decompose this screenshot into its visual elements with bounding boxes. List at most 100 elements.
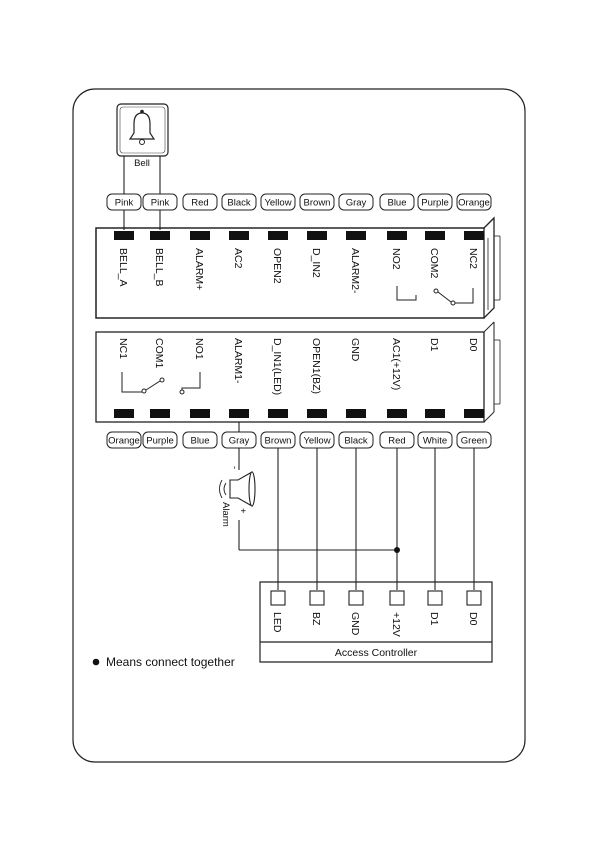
bottom-terminal-label: GND [349,338,361,362]
alarm-siren-icon [219,471,256,507]
terminal-screw [268,231,288,240]
bottom-terminal-label: AC1(+12V) [390,338,402,390]
top-wire-color-pill-label: Pink [115,198,134,209]
top-terminal-screws [114,231,484,240]
alarm-plus-label: + [237,508,248,514]
controller-pin-box [348,590,364,606]
bottom-wire-color-pill: Red [379,431,415,449]
relay-1-symbol [121,372,201,395]
bottom-terminal-label: D0 [467,338,479,352]
terminal-screw [307,409,327,418]
bell-wires [123,156,161,230]
controller-title: Access Controller [335,647,418,659]
top-terminal-label: NO2 [390,248,402,270]
top-wire-color-pill: Gray [338,193,374,211]
controller-wires [238,422,475,590]
top-wire-color-pill: Brown [299,193,335,211]
controller-pin-label: GND [349,612,361,636]
top-terminal-label: OPEN2 [271,248,283,284]
controller-pin-label: BZ [310,612,322,626]
top-wire-color-pill-label: Gray [346,198,367,209]
terminal-screw [464,231,484,240]
terminal-screw [307,231,327,240]
top-wire-color-pill: Black [221,193,257,211]
terminal-screw [114,231,134,240]
terminal-screw [190,409,210,418]
bottom-wire-color-pill: Gray [221,431,257,449]
bottom-wire-color-pill-label: Orange [108,436,140,447]
terminal-screw [387,409,407,418]
bottom-wire-color-pill-label: White [423,436,447,447]
terminal-screw [268,409,288,418]
bottom-terminal-label: OPEN1(BZ) [310,338,322,394]
terminal-screw [346,231,366,240]
bottom-wire-color-pill: Brown [260,431,296,449]
terminal-screw [425,409,445,418]
bottom-wire-color-pill-label: Brown [265,436,292,447]
controller-pins: LED BZ GND +12V D1 D0 [270,590,482,637]
top-terminal-label: AC2 [232,248,244,269]
terminal-screw [464,409,484,418]
top-terminal-label: COM2 [428,248,440,278]
bell-label: Bell [134,158,150,169]
junction-dot [394,547,400,553]
bell-icon [116,103,169,157]
controller-pin-label: +12V [390,612,402,637]
bottom-wire-color-pill-label: Black [344,436,367,447]
bottom-wire-color-row: Orange Purple Blue Gray Brown Yellow Black Red W… [106,431,492,449]
access-controller-box [259,581,493,663]
top-wire-color-pill: Red [182,193,218,211]
bottom-terminal-label: D_IN1(LED) [271,338,283,395]
bottom-wire-color-pill-label: Yellow [303,436,330,447]
terminal-screw [114,409,134,418]
bottom-terminal-label: ALARM1- [232,338,244,384]
controller-pin-box [309,590,325,606]
bottom-terminal-label: D1 [428,338,440,352]
terminal-screw [425,231,445,240]
controller-pin-label: D0 [467,612,479,626]
bottom-wire-color-pill: Purple [142,431,178,449]
top-wire-color-pill: Yellow [260,193,296,211]
bottom-wire-color-pill-label: Purple [146,436,173,447]
terminal-screw [150,231,170,240]
top-terminal-label: ALARM+ [193,248,205,290]
alarm-label: Alarm [220,502,231,527]
bottom-wire-color-pill-label: Blue [190,436,209,447]
terminal-screw [346,409,366,418]
top-wire-color-pill: Pink [142,193,178,211]
top-terminal-label: ALARM2- [349,248,361,294]
top-wire-color-pill: Pink [106,193,142,211]
bottom-wire-color-pill: Black [338,431,374,449]
top-wire-color-pill-label: Orange [458,198,490,209]
top-wire-color-pill: Purple [417,193,453,211]
top-wire-color-pill-label: Blue [387,198,406,209]
terminal-screw [229,231,249,240]
bottom-terminal-label: NO1 [193,338,205,360]
top-terminal-label: BELL_B [153,248,165,287]
bottom-wire-color-pill: Blue [182,431,218,449]
top-wire-color-pill-label: Red [191,198,208,209]
top-wire-color-pill-label: Yellow [264,198,291,209]
terminal-screw [190,231,210,240]
bottom-wire-color-pill: Green [456,431,492,449]
alarm-minus-label: - [229,466,240,469]
controller-pin-label: LED [271,612,283,633]
top-terminal-label: NC2 [467,248,479,269]
bottom-terminal-block [95,321,501,423]
bottom-wire-color-pill-label: Gray [229,436,250,447]
top-terminal-block [95,216,501,319]
terminal-screw [387,231,407,240]
top-wire-color-pill: Blue [379,193,415,211]
legend-dot-icon [92,658,100,666]
bottom-wire-color-pill: Yellow [299,431,335,449]
controller-pin-label: D1 [428,612,440,626]
legend-text: Means connect together [106,655,235,669]
bottom-wire-color-pill: White [417,431,453,449]
terminal-screw [150,409,170,418]
top-wire-color-pill-label: Black [227,198,250,209]
relay-2-symbol [396,286,474,306]
top-wire-color-pill-label: Brown [304,198,331,209]
